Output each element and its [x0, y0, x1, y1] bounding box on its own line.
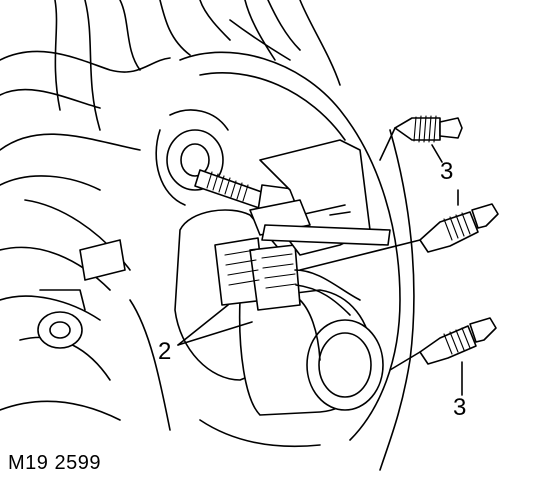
stud-middle	[299, 203, 499, 271]
electrical-connector	[214, 237, 361, 316]
callout-3-top: 3	[440, 158, 454, 185]
callout-2: 2	[158, 338, 172, 365]
engine-bay-outline	[0, 0, 415, 471]
callout-3-bottom: 3	[453, 394, 467, 421]
stud-top	[379, 115, 463, 161]
mounting-plate	[249, 139, 391, 256]
left-mount	[37, 239, 126, 349]
figure-reference: M19 2599	[8, 452, 101, 474]
stud-bottom	[389, 317, 497, 371]
leader-lines	[177, 144, 463, 396]
